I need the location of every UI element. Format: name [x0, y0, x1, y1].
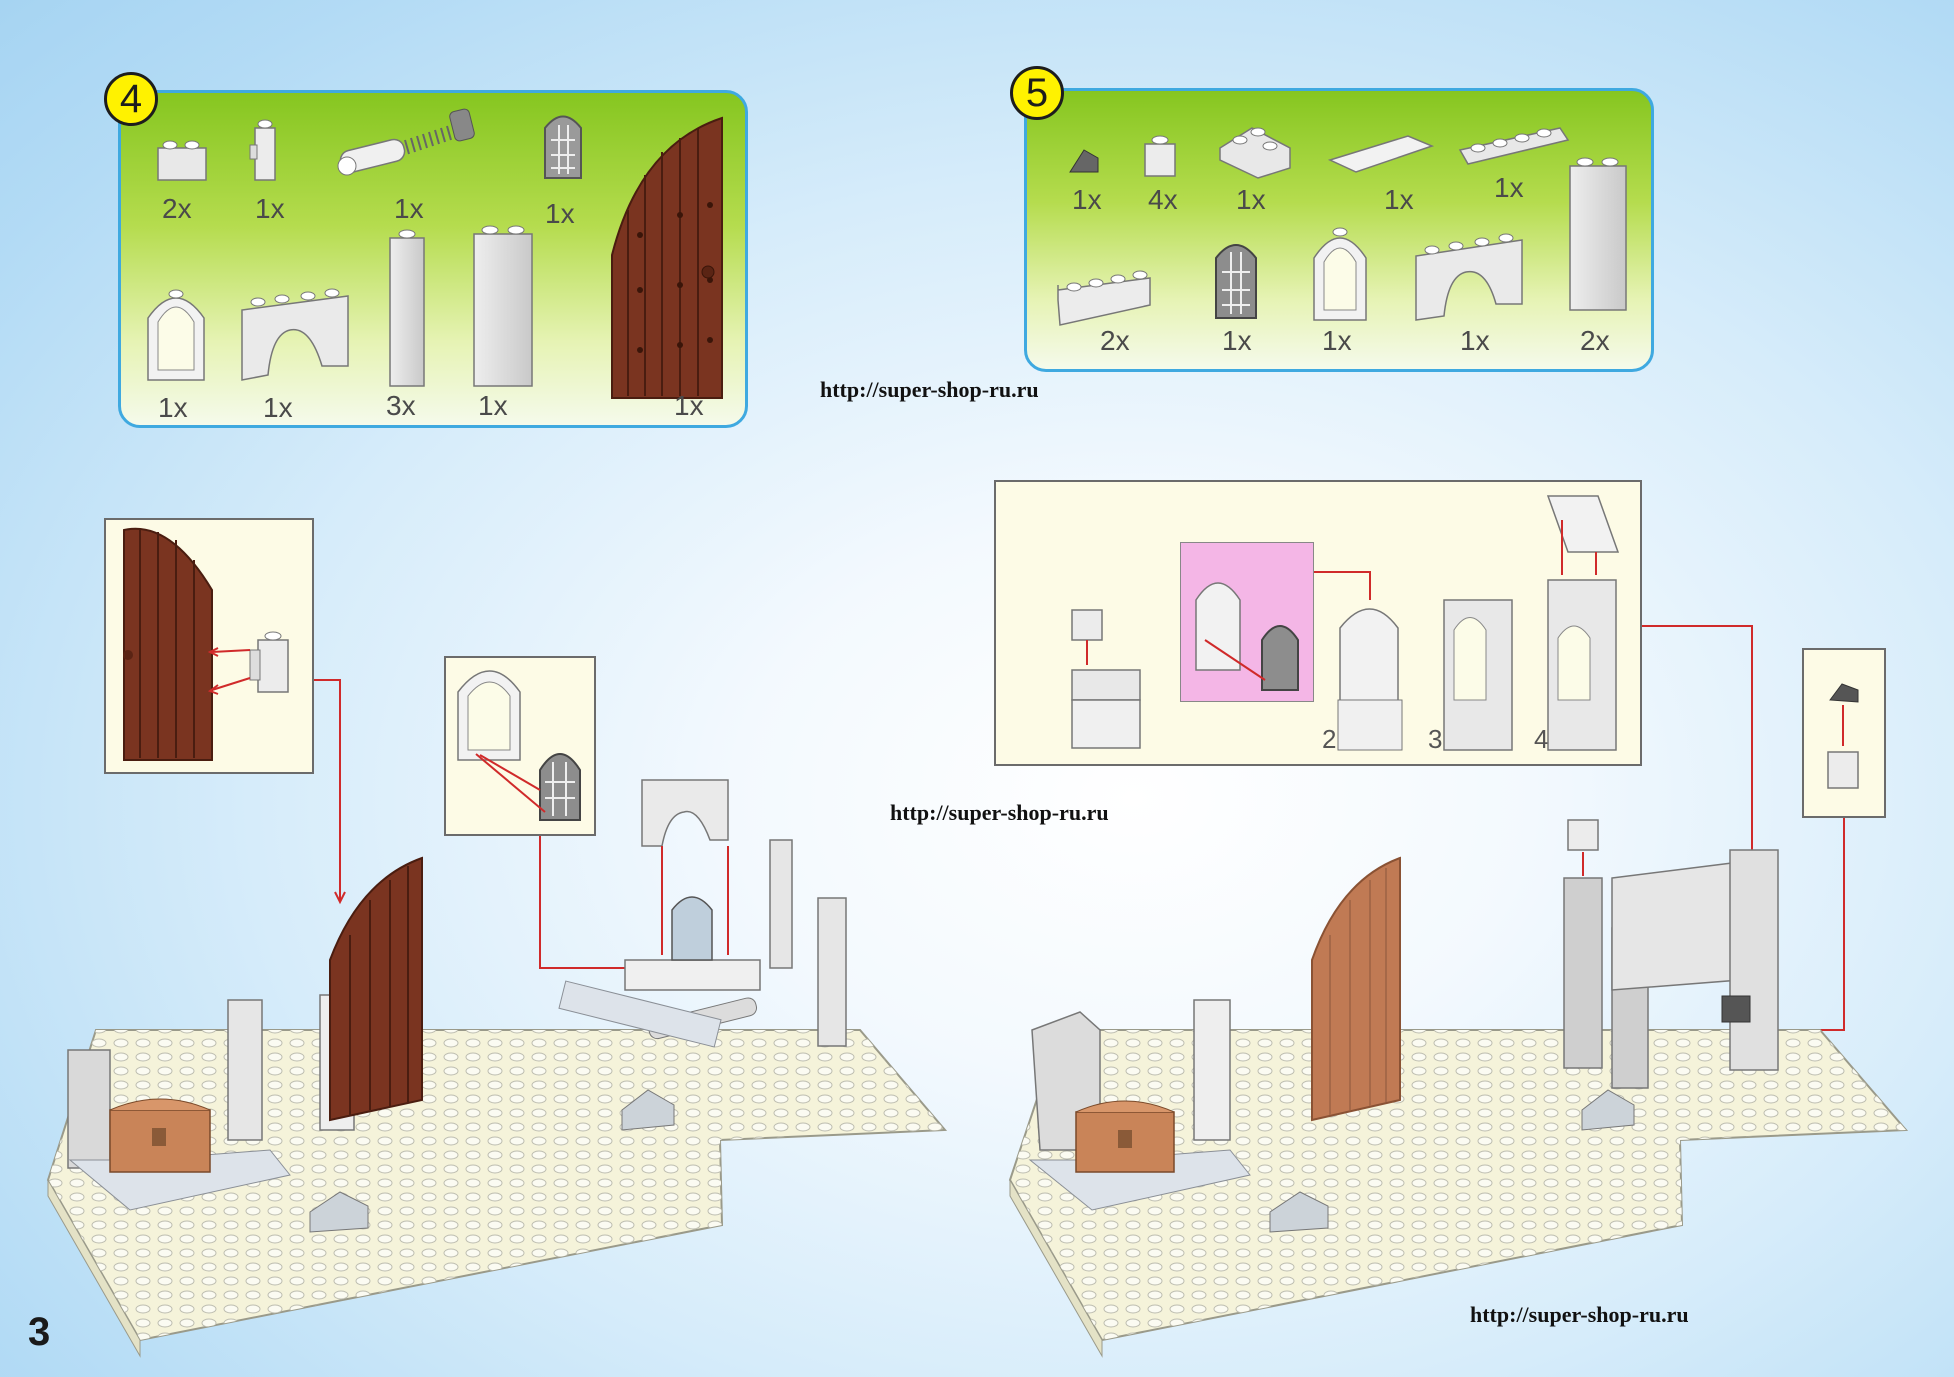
step4-qty-2: 1x — [255, 193, 285, 224]
step4-qty-9: 1x — [478, 390, 508, 421]
plate-1x4-icon — [1458, 127, 1570, 165]
arrow-icon — [207, 647, 346, 905]
step5-door-icon — [1311, 856, 1401, 1122]
substep-label-4: 4 — [1534, 724, 1549, 754]
slope-icon — [1069, 149, 1099, 173]
step5-slope-inset — [1802, 648, 1886, 818]
step5-baseplate — [1008, 1029, 1909, 1358]
treasure-chest-icon — [109, 1098, 211, 1173]
hose-connector-icon — [337, 108, 475, 176]
substep-label-2: 2 — [1322, 724, 1337, 754]
step5-qty-7: 2x — [1100, 325, 1130, 356]
substep-2-drawing — [1195, 571, 1403, 751]
step4-qty-1: 2x — [162, 193, 192, 224]
step5-qty-4: 1x — [1384, 184, 1414, 215]
treasure-chest-icon — [1075, 1100, 1175, 1173]
step5-qty-3: 1x — [1236, 184, 1266, 215]
tall-brick-icon — [473, 225, 533, 387]
brick-1x2-icon — [157, 140, 207, 181]
brick-1x1-icon — [1144, 135, 1176, 177]
step5-qty-10: 1x — [1460, 325, 1490, 356]
window-pane-icon — [544, 115, 582, 179]
step4-number-badge: 4 — [104, 72, 158, 126]
step5-qty-8: 1x — [1222, 325, 1252, 356]
inset-clip-brick-icon — [249, 631, 289, 693]
watermark-url-top: http://super-shop-ru.ru — [820, 377, 1039, 402]
inset-door-icon — [123, 527, 213, 761]
arch-icon — [1415, 233, 1523, 321]
door-icon — [611, 116, 723, 399]
step5-number-badge: 5 — [1010, 66, 1064, 120]
arch-icon — [241, 288, 349, 381]
step4-arch-assembly — [309, 779, 761, 1233]
tile-icon — [1327, 135, 1435, 173]
step4-qty-7: 1x — [263, 392, 293, 423]
step5-qty-9: 1x — [1322, 325, 1352, 356]
substep-label-3: 3 — [1428, 724, 1443, 754]
step5-qty-5: 1x — [1494, 172, 1524, 203]
step5-qty-1: 1x — [1072, 184, 1102, 215]
step4-qty-5: 1x — [674, 390, 704, 421]
step4-baseplate — [46, 1029, 948, 1358]
step5-qty-6: 2x — [1580, 325, 1610, 356]
step4-qty-8: 3x — [386, 390, 416, 421]
inset-window-frame-icon — [457, 670, 521, 761]
watermark-url-middle: http://super-shop-ru.ru — [890, 800, 1109, 825]
step5-slopes — [1269, 1089, 1635, 1233]
watermark-url-bottom: http://super-shop-ru.ru — [1470, 1302, 1689, 1327]
window-pane-icon — [1215, 244, 1257, 319]
window-frame-icon — [1313, 227, 1367, 321]
step4-qty-4: 1x — [545, 198, 575, 229]
clip-brick-icon — [249, 119, 276, 181]
substep-3-drawing — [1443, 599, 1513, 751]
step4-qty-6: 1x — [158, 392, 188, 423]
step4-qty-3: 1x — [394, 193, 424, 224]
substep-1-drawing — [1071, 609, 1141, 749]
step4-door-icon — [329, 856, 423, 1122]
page-number: 3 — [28, 1310, 51, 1354]
substep-4-drawing — [1546, 495, 1753, 860]
window-frame-icon — [147, 289, 205, 381]
inset-window-pane-icon — [539, 753, 581, 821]
corner-plate-icon — [1219, 127, 1291, 179]
pillar-brick-icon — [389, 229, 425, 387]
tall-brick-icon — [1569, 157, 1627, 311]
brick-1x4-icon — [1057, 270, 1151, 326]
step5-qty-2: 4x — [1148, 184, 1178, 215]
